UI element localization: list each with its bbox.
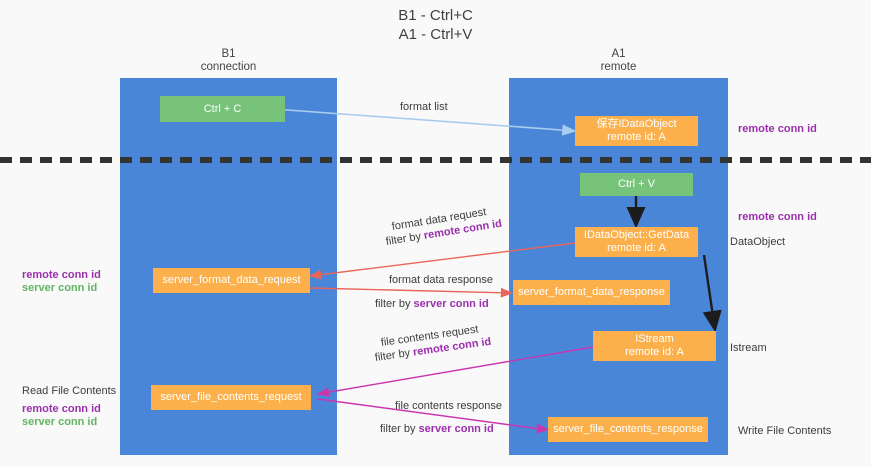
box-istream-line2: remote id: A [625, 346, 684, 358]
title-line-2: A1 - Ctrl+V [398, 26, 473, 43]
arrow-label-file-contents-response-filter: filter by server conn id [380, 423, 494, 436]
column-left-role: connection [200, 61, 257, 73]
annotation-right-dataobject: DataObject [730, 236, 786, 248]
box-ctrl-c-label: Ctrl + C [203, 102, 242, 115]
box-server-format-data-request[interactable]: server_format_data_request [153, 268, 310, 293]
filter-id: server conn id [413, 298, 489, 310]
arrow-label-format-data-response: format data response [389, 274, 493, 286]
filter-prefix: filter by [375, 298, 414, 310]
annotation-left-server-conn-id: server conn id [22, 282, 98, 294]
column-right-role: remote [600, 61, 637, 73]
box-ctrl-v[interactable]: Ctrl + V [580, 173, 693, 196]
box-server-file-contents-response-label: server_file_contents_response [553, 423, 703, 435]
annotation-left-server-conn-id-2: server conn id [22, 416, 98, 428]
annotation-right-istream: Istream [730, 342, 767, 354]
arrow-label-format-data-response-filter: filter by server conn id [375, 298, 489, 311]
column-right-name: A1 [611, 48, 626, 60]
annotation-right-write-file-contents: Write File Contents [738, 425, 832, 437]
box-server-format-data-request-label: server_format_data_request [162, 274, 301, 286]
box-server-file-contents-request-label: server_file_contents_request [160, 391, 302, 403]
box-istream-line1: IStream [635, 333, 674, 345]
column-header-left: B1 connection [120, 48, 337, 74]
box-save-idataobject-line2: remote id: A [607, 131, 666, 143]
box-idataobject-getdata[interactable]: IDataObject::GetData remote id: A [575, 227, 698, 257]
box-server-format-data-response[interactable]: server_format_data_response [513, 280, 670, 305]
box-getdata-line1: IDataObject::GetData [583, 229, 690, 241]
filter-prefix: filter by [380, 423, 419, 435]
title-line-1: B1 - Ctrl+C [398, 7, 473, 24]
box-ctrl-c[interactable]: Ctrl + C [160, 96, 285, 122]
annotation-left-remote-conn-id-2: remote conn id [22, 403, 101, 415]
box-save-idataobject[interactable]: 保存IDataObject remote id: A [575, 116, 698, 146]
box-istream[interactable]: IStream remote id: A [593, 331, 716, 361]
box-server-format-data-response-label: server_format_data_response [518, 286, 665, 298]
filter-prefix: filter by [384, 230, 425, 248]
column-left-name: B1 [221, 48, 236, 60]
diagram-title: B1 - Ctrl+C A1 - Ctrl+V [0, 6, 871, 44]
column-header-right: A1 remote [509, 48, 728, 74]
annotation-right-remote-conn-id-top: remote conn id [738, 123, 817, 135]
box-server-file-contents-response[interactable]: server_file_contents_response [548, 417, 708, 442]
filter-prefix: filter by [374, 346, 414, 364]
annotation-right-remote-conn-id-mid: remote conn id [738, 211, 817, 223]
annotation-left-remote-conn-id: remote conn id [22, 269, 101, 281]
arrow-label-file-contents-response: file contents response [395, 400, 503, 412]
box-save-idataobject-line1: 保存IDataObject [596, 118, 677, 130]
box-ctrl-v-label: Ctrl + V [618, 178, 655, 190]
box-getdata-line2: remote id: A [607, 242, 666, 254]
phase-separator-dashed-line [0, 157, 871, 163]
box-server-file-contents-request[interactable]: server_file_contents_request [151, 385, 311, 410]
annotation-left-read-file-contents: Read File Contents [22, 385, 117, 397]
arrow-label-format-list: format list [400, 101, 448, 113]
filter-id: server conn id [418, 423, 494, 435]
